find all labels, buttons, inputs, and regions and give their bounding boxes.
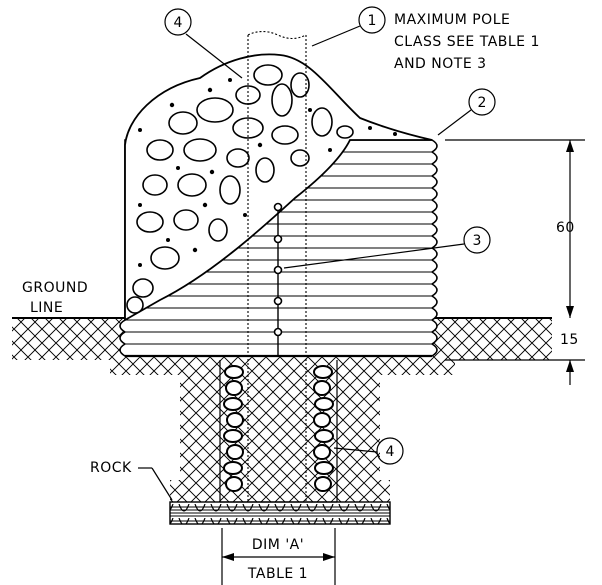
- ground-label-line-2: LINE: [30, 300, 63, 316]
- callout-1: 1 MAXIMUM POLE CLASS SEE TABLE 1 AND NOT…: [311, 6, 540, 72]
- callout-2: 2: [437, 88, 496, 136]
- callout-1-number: 1: [368, 13, 377, 29]
- dimension-15: 15: [445, 332, 585, 385]
- dim-a-label: DIM 'A': [252, 537, 304, 553]
- stone-pile: [124, 53, 433, 322]
- dimension-60: 60: [445, 139, 585, 318]
- callout-1-line-3: AND NOTE 3: [394, 56, 487, 72]
- callout-1-line-2: CLASS SEE TABLE 1: [394, 34, 540, 50]
- callout-4-top: 4: [164, 8, 243, 79]
- step-bolts: [273, 202, 283, 355]
- callout-4-lower-number: 4: [386, 444, 395, 460]
- dim-a: DIM 'A' TABLE 1: [221, 528, 336, 585]
- callout-2-number: 2: [478, 95, 487, 111]
- hole-backfill-stones: [223, 365, 334, 492]
- callout-1-line-1: MAXIMUM POLE: [394, 12, 510, 28]
- drilled-hole: [219, 360, 338, 503]
- callout-3-number: 3: [473, 233, 482, 249]
- dimension-60-label: 60: [556, 220, 575, 236]
- rock-label: ROCK: [90, 460, 173, 501]
- callout-4-lower: 4: [333, 437, 404, 465]
- table-1-label: TABLE 1: [247, 566, 308, 582]
- rock-layer: [169, 501, 391, 525]
- dimension-15-label: 15: [560, 332, 579, 348]
- rock-label-text: ROCK: [90, 460, 132, 476]
- pole-outline: [247, 30, 307, 502]
- callout-3: 3: [283, 226, 491, 269]
- ground-line-label: GROUND LINE: [22, 280, 88, 316]
- ground-label-line-1: GROUND: [22, 280, 88, 296]
- callout-4-top-number: 4: [174, 15, 183, 31]
